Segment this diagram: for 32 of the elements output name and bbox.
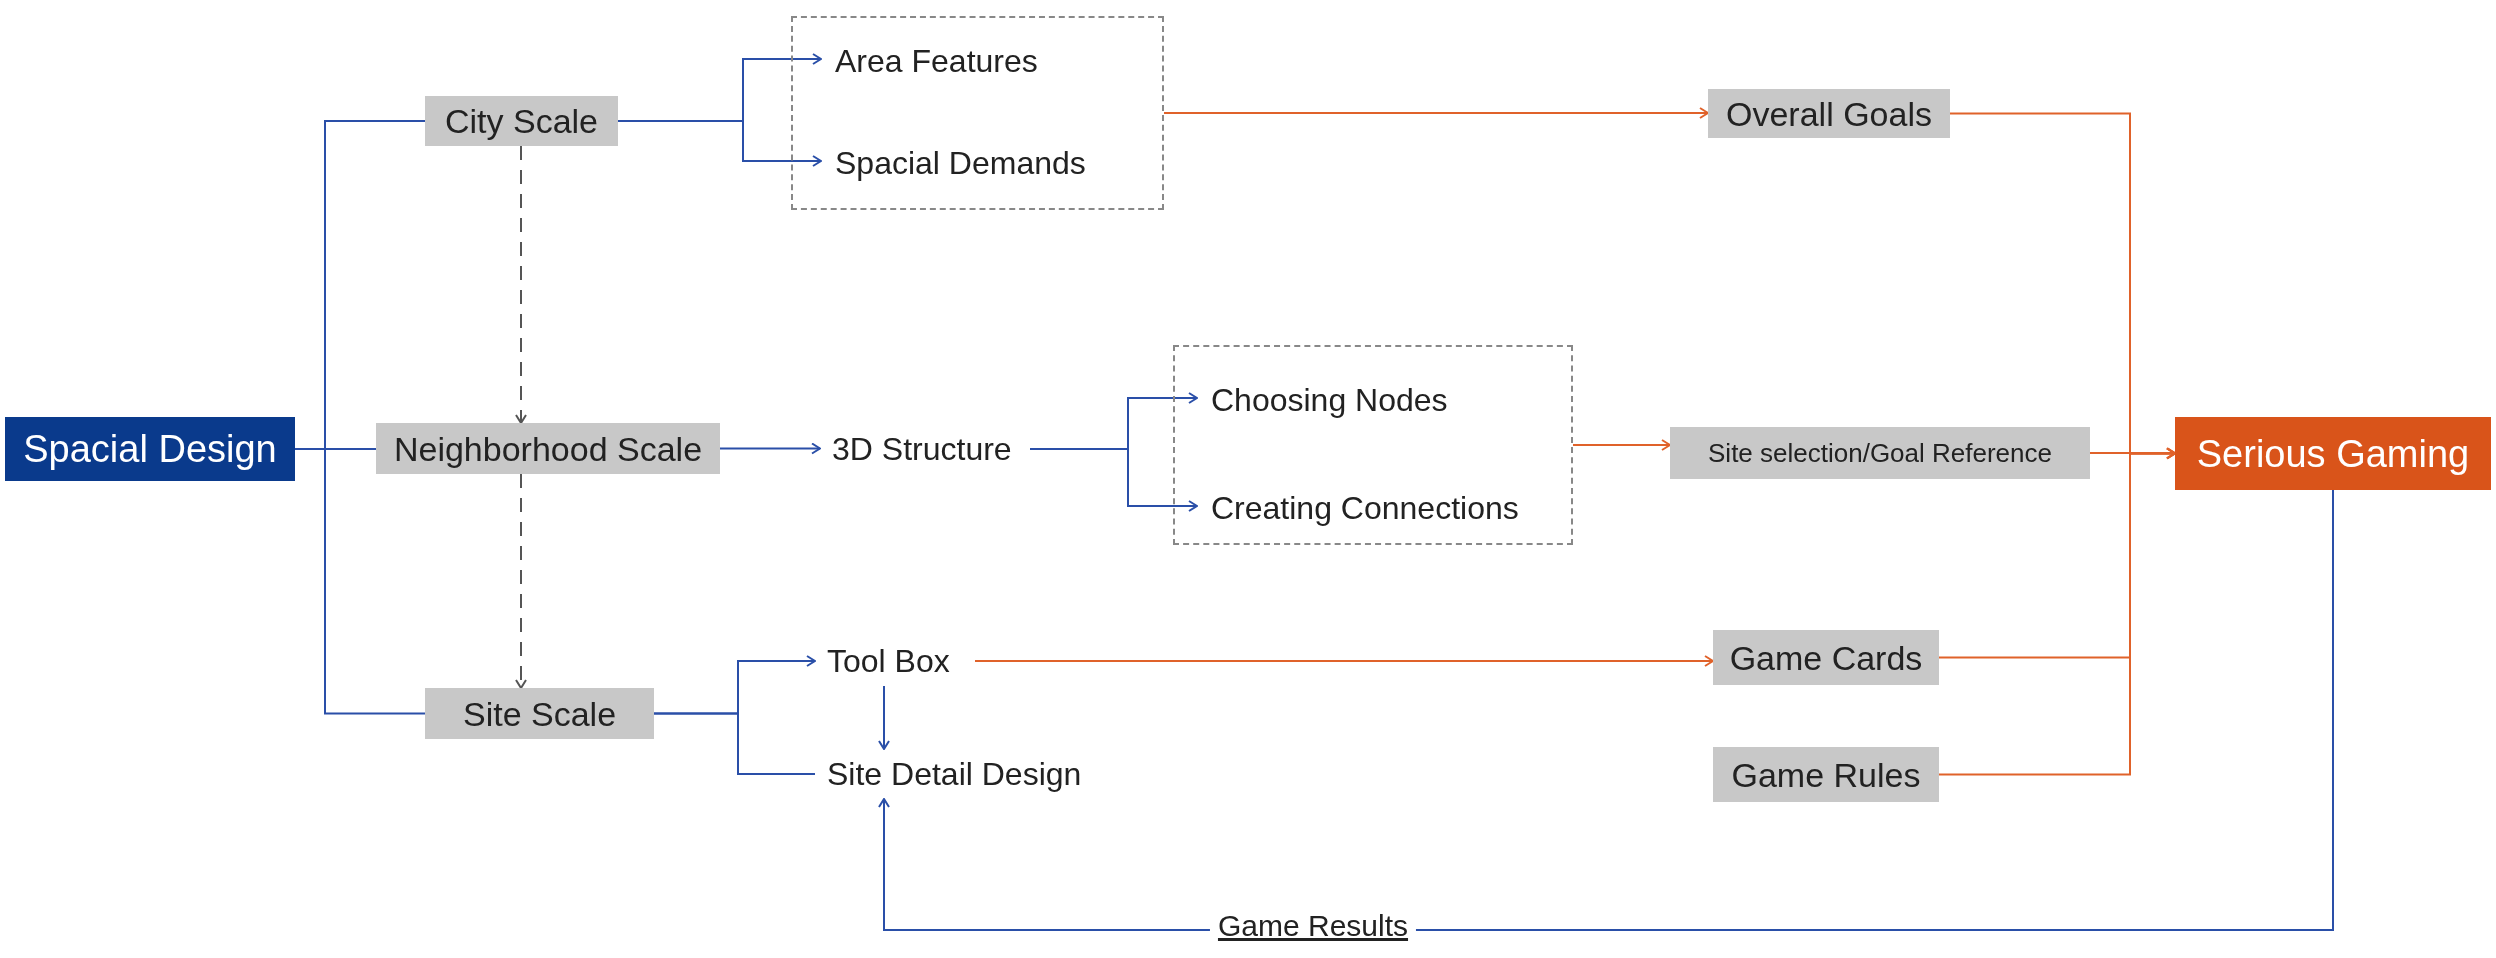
node-label: Choosing Nodes bbox=[1199, 375, 1499, 425]
dashed-group-box bbox=[791, 16, 1164, 210]
node-label: Creating Connections bbox=[1199, 483, 1549, 533]
arrow bbox=[1572, 439, 1671, 451]
arrow bbox=[974, 655, 1714, 667]
node-label: 3D Structure bbox=[820, 426, 1030, 472]
arrow bbox=[2089, 447, 2176, 459]
process-box: Overall Goals bbox=[1708, 89, 1950, 138]
process-box: Game Rules bbox=[1713, 747, 1939, 802]
arrow bbox=[515, 145, 527, 424]
node-label: Spacial Demands bbox=[823, 138, 1083, 188]
arrow bbox=[1029, 448, 1198, 512]
process-box: Spacial Design bbox=[5, 417, 295, 481]
dashed-group-box bbox=[1173, 345, 1573, 545]
arrow bbox=[878, 685, 890, 750]
connector-line bbox=[653, 712, 816, 775]
node-label: Area Features bbox=[823, 36, 1043, 86]
process-box: Site selection/Goal Reference bbox=[1670, 427, 2090, 479]
arrow bbox=[878, 489, 2334, 931]
arrow bbox=[719, 442, 821, 455]
node-label: Site Detail Design bbox=[815, 749, 1105, 799]
process-box: City Scale bbox=[425, 96, 618, 146]
arrow bbox=[1938, 447, 2176, 776]
edge-label: Game Results bbox=[1209, 911, 1417, 941]
process-box: Site Scale bbox=[425, 688, 654, 739]
node-label: Tool Box bbox=[815, 636, 975, 686]
arrow bbox=[1163, 107, 1709, 119]
arrow bbox=[617, 120, 822, 167]
process-box: Serious Gaming bbox=[2175, 417, 2491, 490]
process-box: Game Cards bbox=[1713, 630, 1939, 685]
process-box: Neighborhood Scale bbox=[376, 423, 720, 474]
arrow bbox=[515, 473, 527, 689]
